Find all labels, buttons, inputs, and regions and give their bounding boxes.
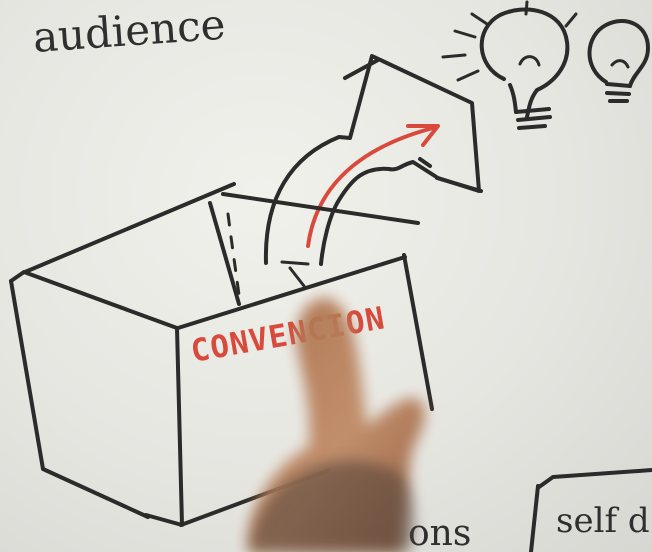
bottom-right-panel: self d — [531, 470, 652, 552]
top-handwritten-text: audience — [31, 0, 227, 62]
curved-arrow-icon — [266, 56, 481, 286]
lightbulb-icon — [443, 2, 576, 128]
bottom-left-text: ons — [408, 513, 471, 552]
bottom-right-text: self d — [556, 501, 650, 541]
lightbulb-icon — [589, 21, 648, 101]
